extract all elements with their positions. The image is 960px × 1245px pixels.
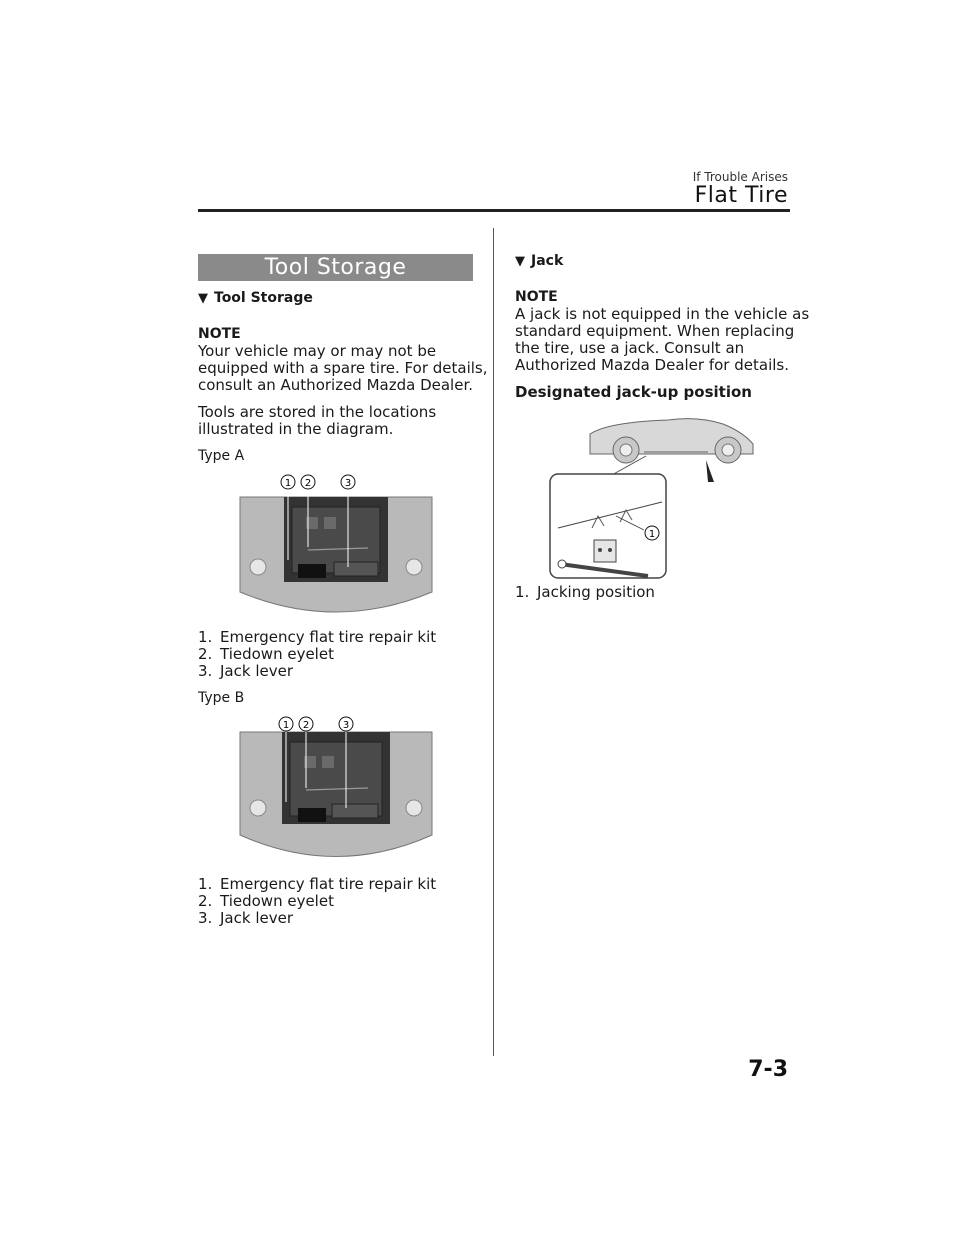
intro-line: illustrated in the diagram. bbox=[198, 420, 394, 438]
running-header-title: Flat Tire bbox=[694, 183, 788, 208]
list-type-a: 1.Emergency flat tire repair kit 2.Tiedo… bbox=[198, 629, 436, 680]
list-item: 3.Jack lever bbox=[198, 662, 293, 680]
note-text: Your vehicle may or may not be equipped … bbox=[198, 343, 488, 394]
intro-line: Tools are stored in the locations bbox=[198, 403, 437, 421]
note-line: the tire, use a jack. Consult an bbox=[515, 339, 745, 357]
note-line: standard equipment. When replacing bbox=[515, 322, 795, 340]
list-item: 1.Emergency flat tire repair kit bbox=[198, 875, 437, 893]
trunk-illustration-type-b: 1 2 3 bbox=[239, 716, 433, 857]
type-b-label: Type B bbox=[198, 690, 245, 706]
callout-2: 2 bbox=[305, 478, 311, 489]
list-item: 2.Tiedown eyelet bbox=[198, 892, 334, 910]
note-line: equipped with a spare tire. For details, bbox=[198, 359, 488, 377]
callout-1: 1 bbox=[285, 478, 291, 489]
list-item: 3.Jack lever bbox=[198, 909, 293, 927]
note-text: A jack is not equipped in the vehicle as… bbox=[515, 306, 809, 374]
triangle-down-icon: ▼ bbox=[198, 291, 208, 306]
column-divider bbox=[493, 228, 494, 1056]
subheading-text: Tool Storage bbox=[214, 290, 313, 306]
type-a-label: Type A bbox=[198, 448, 245, 464]
subheading-jack: ▼ Jack bbox=[515, 253, 563, 269]
triangle-down-icon: ▼ bbox=[515, 254, 525, 269]
page-number: 7-3 bbox=[748, 1057, 788, 1082]
callout-1: 1 bbox=[649, 529, 655, 540]
list-item: 1.Jacking position bbox=[515, 583, 655, 601]
note-line: Authorized Mazda Dealer for details. bbox=[515, 356, 789, 374]
header-rule bbox=[198, 209, 790, 212]
trunk-illustration-type-a: 1 2 3 bbox=[239, 474, 433, 613]
list-jack: 1.Jacking position bbox=[515, 584, 655, 601]
note-label: NOTE bbox=[515, 289, 558, 305]
list-type-b: 1.Emergency flat tire repair kit 2.Tiedo… bbox=[198, 876, 436, 927]
note-line: A jack is not equipped in the vehicle as bbox=[515, 305, 810, 323]
section-banner: Tool Storage bbox=[198, 254, 473, 281]
callout-3: 3 bbox=[345, 478, 351, 489]
jack-up-illustration: 1 bbox=[549, 418, 754, 579]
running-header-section: If Trouble Arises bbox=[692, 170, 788, 184]
note-label: NOTE bbox=[198, 326, 241, 342]
callout-3: 3 bbox=[343, 720, 349, 731]
note-line: consult an Authorized Mazda Dealer. bbox=[198, 376, 474, 394]
callout-2: 2 bbox=[303, 720, 309, 731]
list-item: 1.Emergency flat tire repair kit bbox=[198, 628, 437, 646]
note-line: Your vehicle may or may not be bbox=[198, 342, 437, 360]
subheading-tool-storage: ▼ Tool Storage bbox=[198, 290, 313, 306]
list-item: 2.Tiedown eyelet bbox=[198, 645, 334, 663]
intro-text: Tools are stored in the locations illust… bbox=[198, 404, 436, 438]
callout-1: 1 bbox=[283, 720, 289, 731]
jack-position-heading: Designated jack-up position bbox=[515, 383, 752, 401]
subheading-text: Jack bbox=[531, 253, 564, 269]
